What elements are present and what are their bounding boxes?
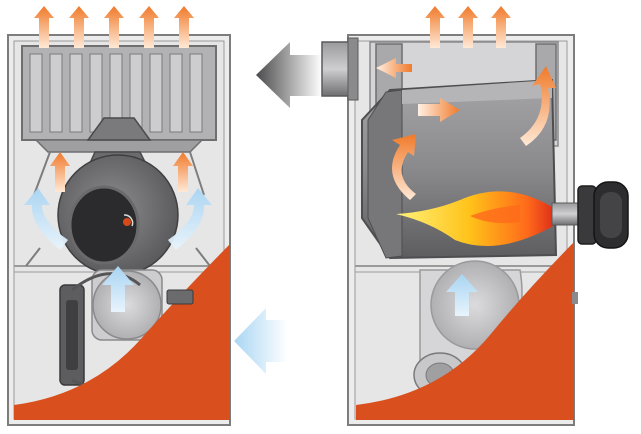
heat-exchanger-fin (189, 53, 203, 133)
right-internal-hot-arrows (376, 58, 556, 200)
right-hot-air-outlets (425, 6, 511, 48)
left-fan-motor (59, 284, 85, 386)
lower-right-strut (195, 247, 211, 267)
heat-exchanger-fin (29, 53, 43, 133)
left-cone-hot-arrows (50, 152, 193, 192)
hot-air-arrow (174, 6, 194, 48)
hot-air-arrow (458, 6, 478, 48)
heat-exchanger-fin (49, 53, 63, 133)
left-blower-fan (91, 269, 163, 341)
left-cold-air-curves (24, 188, 212, 250)
right-flue-pipe (321, 37, 359, 101)
hot-air-arrow (139, 6, 159, 48)
burner-sight-glass (123, 218, 131, 226)
right-guide-plate (189, 151, 205, 196)
right-orange-panel (356, 242, 574, 420)
hot-air-arrow (104, 6, 124, 48)
hot-air-arrow (425, 6, 445, 48)
cold-air-intake-arrow (234, 308, 288, 374)
left-guide-plate (33, 151, 51, 196)
right-panel-latch (572, 292, 578, 304)
right-cold-air-up-arrow (446, 274, 478, 316)
left-cold-air-up-arrow (102, 266, 134, 312)
heat-exchanger-fin (69, 53, 83, 133)
right-furnace-unit (321, 6, 629, 426)
left-furnace-unit (7, 6, 231, 426)
left-hot-air-outlets (34, 6, 194, 48)
flame-core (470, 205, 520, 224)
flue-gas-arrow (256, 42, 322, 108)
hot-air-arrow (491, 6, 511, 48)
heat-exchanger-fin (149, 53, 163, 133)
left-panel-handle (166, 289, 194, 305)
left-orange-panel (14, 244, 230, 420)
hot-air-arrow (69, 6, 89, 48)
left-burner-cone (57, 117, 179, 276)
lower-left-strut (25, 247, 41, 267)
oil-burner (551, 181, 629, 249)
hot-air-arrow (34, 6, 54, 48)
heat-exchanger-fin (169, 53, 183, 133)
heat-exchanger-fin (89, 53, 103, 133)
